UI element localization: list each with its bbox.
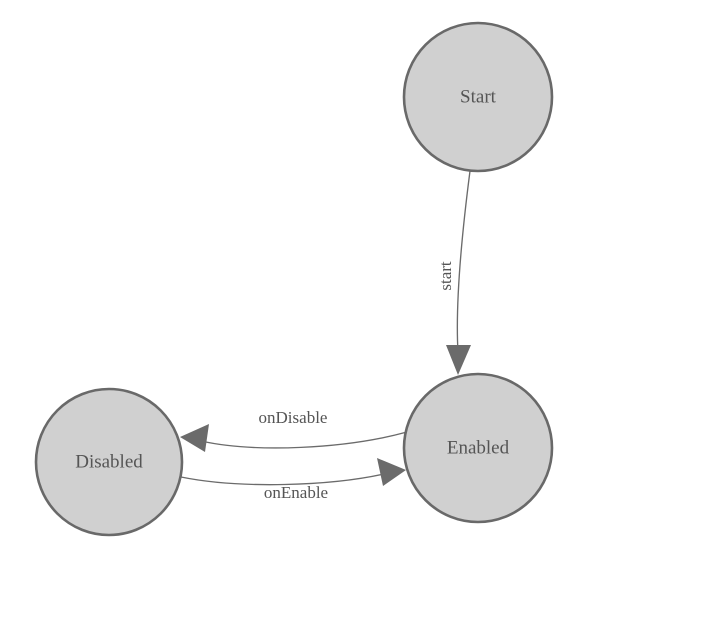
state-node-enabled-circle[interactable] — [402, 372, 554, 524]
state-node-enabled[interactable]: Enabled — [402, 372, 554, 524]
edges-layer: start onDisable onEnable — [180, 170, 471, 502]
edge-label-start: start — [436, 261, 455, 291]
state-node-start[interactable]: Start — [402, 21, 554, 173]
edge-path-on-disable — [200, 431, 408, 449]
edge-disabled-to-enabled[interactable]: onEnable — [180, 458, 406, 502]
state-node-disabled-label: Disabled — [75, 451, 143, 472]
state-node-start-label: Start — [460, 86, 497, 107]
state-node-disabled-circle[interactable] — [34, 387, 184, 537]
arrowhead-down-icon — [446, 345, 471, 375]
arrowhead-left-icon — [180, 424, 209, 452]
edge-start-to-enabled[interactable]: start — [436, 170, 471, 375]
edge-enabled-to-disabled[interactable]: onDisable — [180, 408, 408, 452]
state-node-enabled-label: Enabled — [447, 437, 510, 458]
edge-path-on-enable — [180, 473, 385, 486]
nodes-layer: Start Enabled Disabled — [34, 21, 554, 537]
state-node-start-circle[interactable] — [402, 21, 554, 173]
edge-path-start-to-enabled — [456, 170, 471, 353]
edge-label-on-enable: onEnable — [264, 483, 328, 502]
state-node-disabled[interactable]: Disabled — [34, 387, 184, 537]
arrowhead-right-icon — [377, 458, 406, 486]
edge-label-on-disable: onDisable — [259, 408, 328, 427]
